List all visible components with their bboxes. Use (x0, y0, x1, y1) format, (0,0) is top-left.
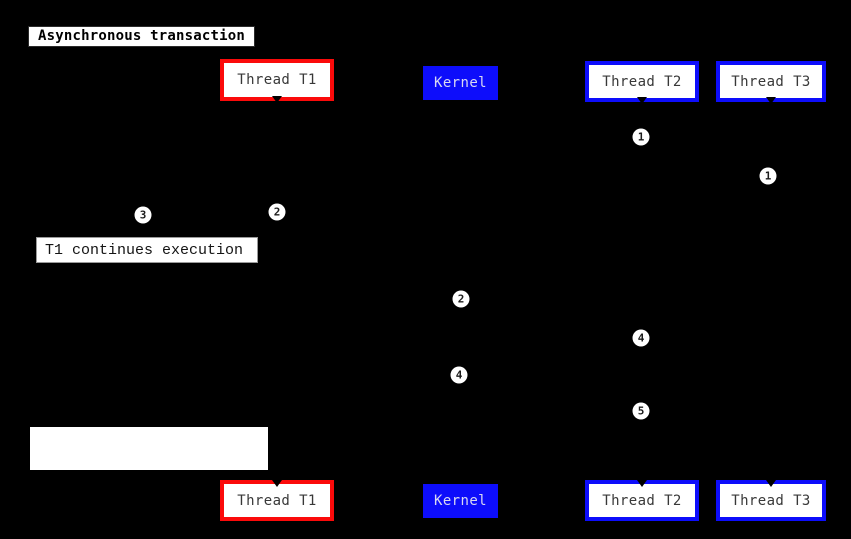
message-number-badge: 4 (632, 329, 650, 347)
participant-label: Thread T3 (731, 492, 811, 509)
message-number-badge: 3 (134, 206, 152, 224)
participant-label: Thread T2 (602, 492, 682, 509)
participant-thread-t3-bottom: Thread T3 (716, 480, 826, 521)
message-number-badge: 2 (268, 203, 286, 221)
lifeline-arrowhead-icon (766, 480, 776, 487)
participant-label: Thread T3 (731, 73, 811, 90)
note-t1-continues: T1 continues execution (36, 237, 258, 263)
lifeline-arrowhead-icon (272, 480, 282, 487)
participant-label: Thread T2 (602, 73, 682, 90)
participant-thread-t1-top: Thread T1 (220, 59, 334, 103)
participant-kernel-bottom: Kernel (423, 484, 498, 518)
participant-label: Kernel (434, 493, 487, 509)
lifeline-arrowhead-icon (766, 97, 776, 104)
participant-thread-t1-bottom: Thread T1 (220, 480, 334, 521)
participant-kernel-top: Kernel (423, 66, 498, 100)
message-number-badge: 2 (452, 290, 470, 308)
message-number-badge: 1 (759, 167, 777, 185)
participant-label: Thread T1 (237, 72, 317, 88)
participant-thread-t3-top: Thread T3 (716, 61, 826, 104)
message-number-badge: 5 (632, 402, 650, 420)
diagram-title: Asynchronous transaction (28, 26, 255, 47)
lifeline-arrowhead-icon (272, 96, 282, 103)
participant-label: Kernel (434, 75, 487, 91)
message-number-badge: 1 (632, 128, 650, 146)
lifeline-arrowhead-icon (637, 97, 647, 104)
message-number-badge: 4 (450, 366, 468, 384)
participant-thread-t2-bottom: Thread T2 (585, 480, 699, 521)
participant-thread-t2-top: Thread T2 (585, 61, 699, 104)
participant-label: Thread T1 (237, 492, 317, 509)
lifeline-arrowhead-icon (637, 480, 647, 487)
blank-note (30, 427, 268, 470)
